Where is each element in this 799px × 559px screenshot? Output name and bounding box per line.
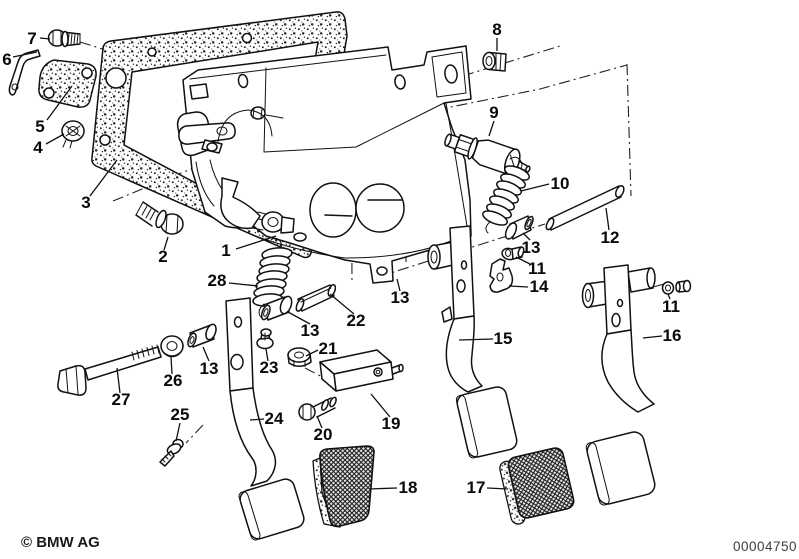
pivot-bolt-27 [57,344,162,396]
cover-gasket-strip [8,49,41,96]
callout-3: 3 [81,193,91,212]
cover-bolt [47,29,81,48]
callout-11: 11 [528,259,546,278]
stop-bolt [135,201,184,235]
callout-7: 7 [27,29,37,48]
bushing-13a [504,215,534,240]
callout-27: 27 [111,390,131,409]
nut-23 [256,328,274,350]
callout-11: 11 [662,297,680,316]
callout-18: 18 [398,478,418,497]
callout-5: 5 [35,117,45,136]
callout-2: 2 [158,247,168,266]
callout-21: 21 [318,339,338,358]
stop-block-19 [319,349,404,392]
pedal-16 [581,264,656,506]
callout-13: 13 [199,359,219,378]
bushing-13c [260,295,293,321]
callout-19: 19 [381,414,401,433]
leader-lines [12,37,671,490]
callout-22: 22 [346,311,366,330]
clutch-pedal-24 [225,297,305,541]
bolt-20 [298,396,337,421]
switch-9 [444,133,531,176]
hex-nut-8 [482,51,507,72]
spring-10 [482,156,530,234]
pedal-pad-18 [312,445,375,528]
clip-14 [489,258,514,293]
callout-26: 26 [163,371,183,390]
brake-pedal-15 [427,225,518,459]
callout-13: 13 [300,321,320,340]
image-number: 00004750 [733,539,798,554]
callout-8: 8 [492,20,502,39]
callout-9: 9 [489,103,499,122]
callout-23: 23 [259,358,279,377]
callout-4: 4 [33,138,43,157]
callout-28: 28 [207,271,227,290]
callout-17: 17 [466,478,486,497]
callout-14: 14 [529,277,549,296]
callout-10: 10 [550,174,570,193]
pedal-pad-17 [499,447,575,525]
callout-20: 20 [313,425,333,444]
callout-12: 12 [600,228,620,247]
sleeve-22 [295,284,337,312]
callout-6: 6 [2,50,12,69]
callout-15: 15 [493,329,513,348]
nut-21 [287,347,312,367]
cover-plate [38,59,97,108]
pin-12 [545,185,625,231]
callout-13: 13 [521,238,541,257]
pedal-bracket [176,45,472,284]
nut-11a [501,246,525,261]
washer-26 [160,335,184,358]
callout-24: 24 [264,409,284,428]
screw-25 [159,438,184,467]
grommet [61,120,85,149]
callout-16: 16 [662,326,682,345]
bushing-13d [187,323,217,348]
callout-1: 1 [221,241,231,260]
copyright-text: © BMW AG [21,534,100,551]
callout-25: 25 [170,405,190,424]
return-spring-28 [252,237,293,319]
callout-13: 13 [390,288,410,307]
pin-11b [661,279,692,295]
